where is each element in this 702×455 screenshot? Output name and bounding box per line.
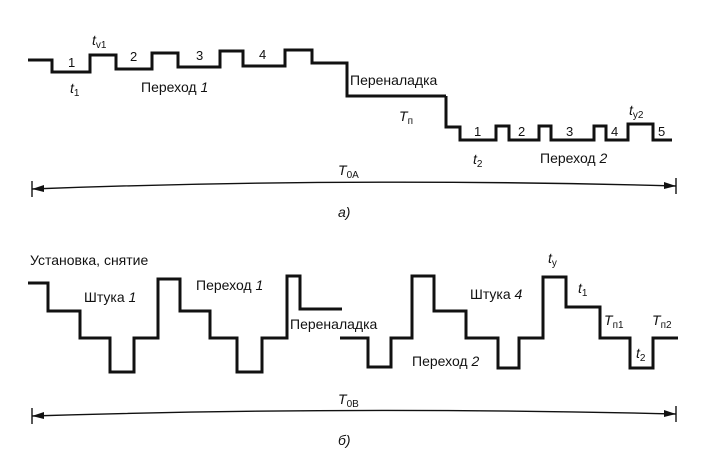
diagram-a-total-dimension-line [31, 181, 677, 190]
diagram-b-piece-4-label: Штука 4 [470, 286, 523, 302]
diagram-a-step2-4: 4 [611, 124, 618, 139]
diagram-b-piece-1-label: Штука 1 [84, 289, 136, 305]
diagram-a-left-arrowhead [32, 185, 44, 192]
diagram-a-step2-1: 1 [474, 124, 481, 139]
diagram-b-timeline-first-part [28, 274, 342, 374]
diagram-b-right-arrowhead [664, 410, 676, 417]
diagram-b-changeover-label: Переналадка [290, 316, 377, 332]
diagram-a-timeline-first-part [28, 48, 446, 98]
diagram-a-step-3: 3 [196, 48, 203, 63]
diagram-b-transition-1-label: Переход 1 [196, 277, 263, 293]
diagram-a-t2-label: t2 [473, 151, 483, 170]
diagram-b-caption: б) [338, 432, 351, 448]
diagram-b-tn2-label: Tп2 [652, 312, 672, 331]
diagram-b-transition-2-label: Переход 2 [412, 353, 480, 369]
diagram-a-step-4: 4 [259, 47, 266, 62]
diagram-b-t1-label: t1 [578, 280, 588, 299]
diagram-a-t1-label: t1 [70, 80, 80, 99]
diagram-b-total-dimension-line [31, 409, 677, 417]
diagram-b-tn1-label: Tп1 [604, 312, 624, 331]
diagram-b-total-label: T0B [338, 391, 359, 410]
diagram-a-step2-3: 3 [566, 124, 573, 139]
diagram-a-tp-label: Tп [399, 108, 413, 127]
diagram-a-transition-1-label: Переход 1 [141, 79, 208, 95]
diagram-b-ty-label: ty [548, 250, 557, 269]
diagram-a-caption: а) [338, 204, 350, 220]
diagram-b-t2-label: t2 [636, 345, 646, 364]
diagram-a-step2-5: 5 [658, 124, 665, 139]
diagram-b: Установка, снятие Штука 1 Переход 1 Пере… [28, 250, 678, 448]
diagram-a: 1 2 3 4 t1 tv1 Переход 1 Переналадка Tп … [28, 32, 677, 220]
diagram-a-step-2: 2 [130, 49, 137, 64]
diagram-a-transition-2-label: Переход 2 [540, 150, 608, 166]
diagram-a-right-arrowhead [664, 182, 676, 189]
diagram-b-timeline-second-part [340, 274, 678, 370]
diagram-a-changeover-label: Переналадка [350, 72, 437, 88]
diagram-a-step2-2: 2 [518, 124, 525, 139]
diagram-a-step-1: 1 [68, 55, 75, 70]
diagram-a-tv1-label: tv1 [92, 32, 107, 51]
diagram-a-total-label: T0A [338, 162, 359, 181]
diagram-a-ty2-label: ty2 [629, 102, 644, 121]
diagram-b-install-label: Установка, снятие [30, 252, 148, 268]
diagram-b-left-arrowhead [32, 412, 44, 419]
diagram-a-timeline-second-part [444, 96, 672, 142]
